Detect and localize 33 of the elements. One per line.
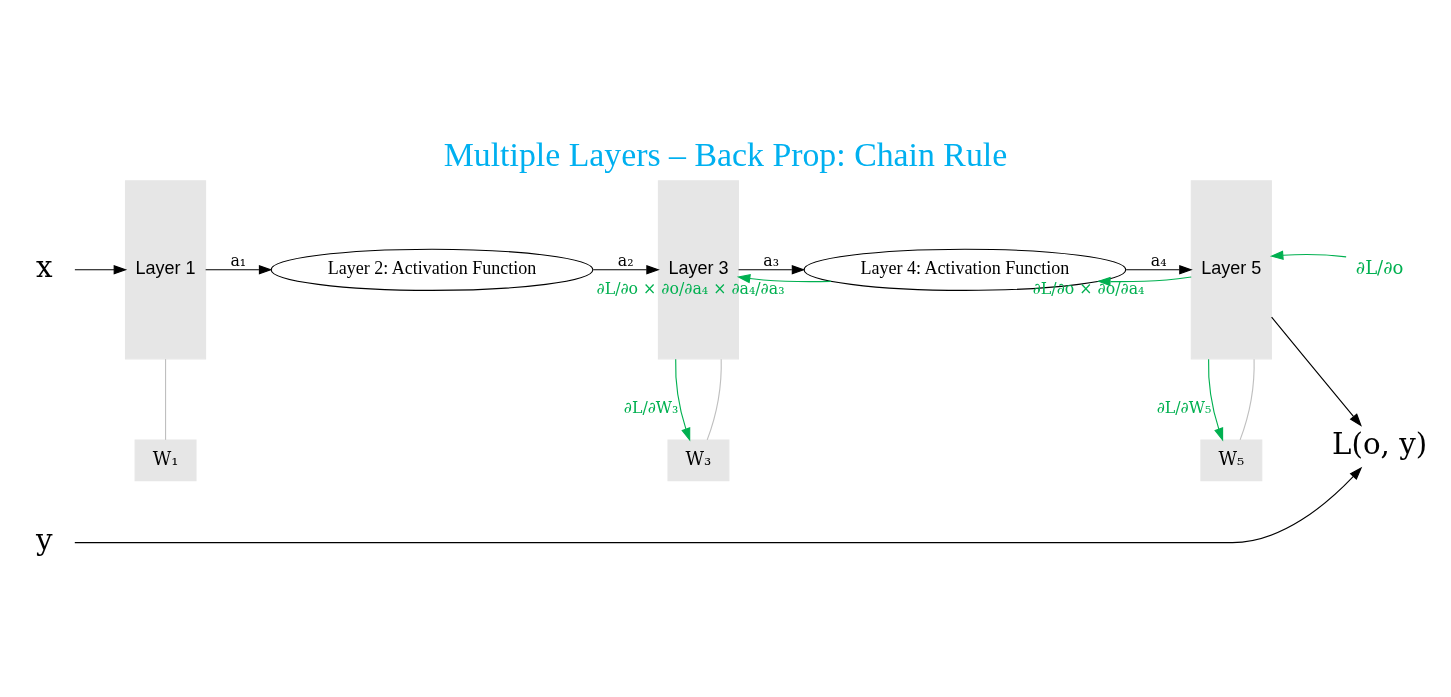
node-box: Layer 1 [124, 179, 207, 359]
arrow [1097, 275, 1192, 286]
arrow [1125, 264, 1193, 275]
node-box: W₁ [134, 438, 197, 481]
node-text: x [36, 249, 53, 284]
node-text: ∂L/∂o [1355, 256, 1404, 278]
node-box: W₅ [1200, 438, 1263, 481]
node-box: Layer 5 [1190, 179, 1272, 359]
arrow [205, 264, 273, 275]
node-text: L(o, y) [1332, 426, 1428, 461]
arrow [1207, 358, 1224, 441]
node-text: y [36, 522, 53, 557]
edge-label: ∂L/∂W₅ [1156, 397, 1212, 417]
connector [706, 358, 722, 440]
edge-label: a₃ [763, 250, 780, 270]
arrow [74, 264, 128, 275]
arrow [1271, 316, 1362, 427]
edge-label: a₂ [617, 250, 634, 270]
edge-label: a₁ [230, 250, 247, 270]
arrow [738, 264, 806, 275]
arrow [736, 273, 832, 283]
node-box: W₃ [667, 438, 730, 481]
node-ellipse: Layer 2: Activation Function [270, 248, 594, 291]
edge-label: a₄ [1150, 250, 1167, 270]
edge-label: ∂L/∂o × ∂o/∂a₄ × ∂a₄/∂a₃ [596, 278, 785, 298]
arrow [592, 264, 660, 275]
arrow [1269, 250, 1347, 260]
arrow [74, 466, 1363, 543]
connector [165, 358, 167, 440]
connector [1239, 358, 1255, 440]
edge-label: ∂L/∂W₃ [623, 397, 679, 417]
diagram-title: Multiple Layers – Back Prop: Chain Rule [443, 135, 1008, 173]
arrow [675, 358, 691, 441]
